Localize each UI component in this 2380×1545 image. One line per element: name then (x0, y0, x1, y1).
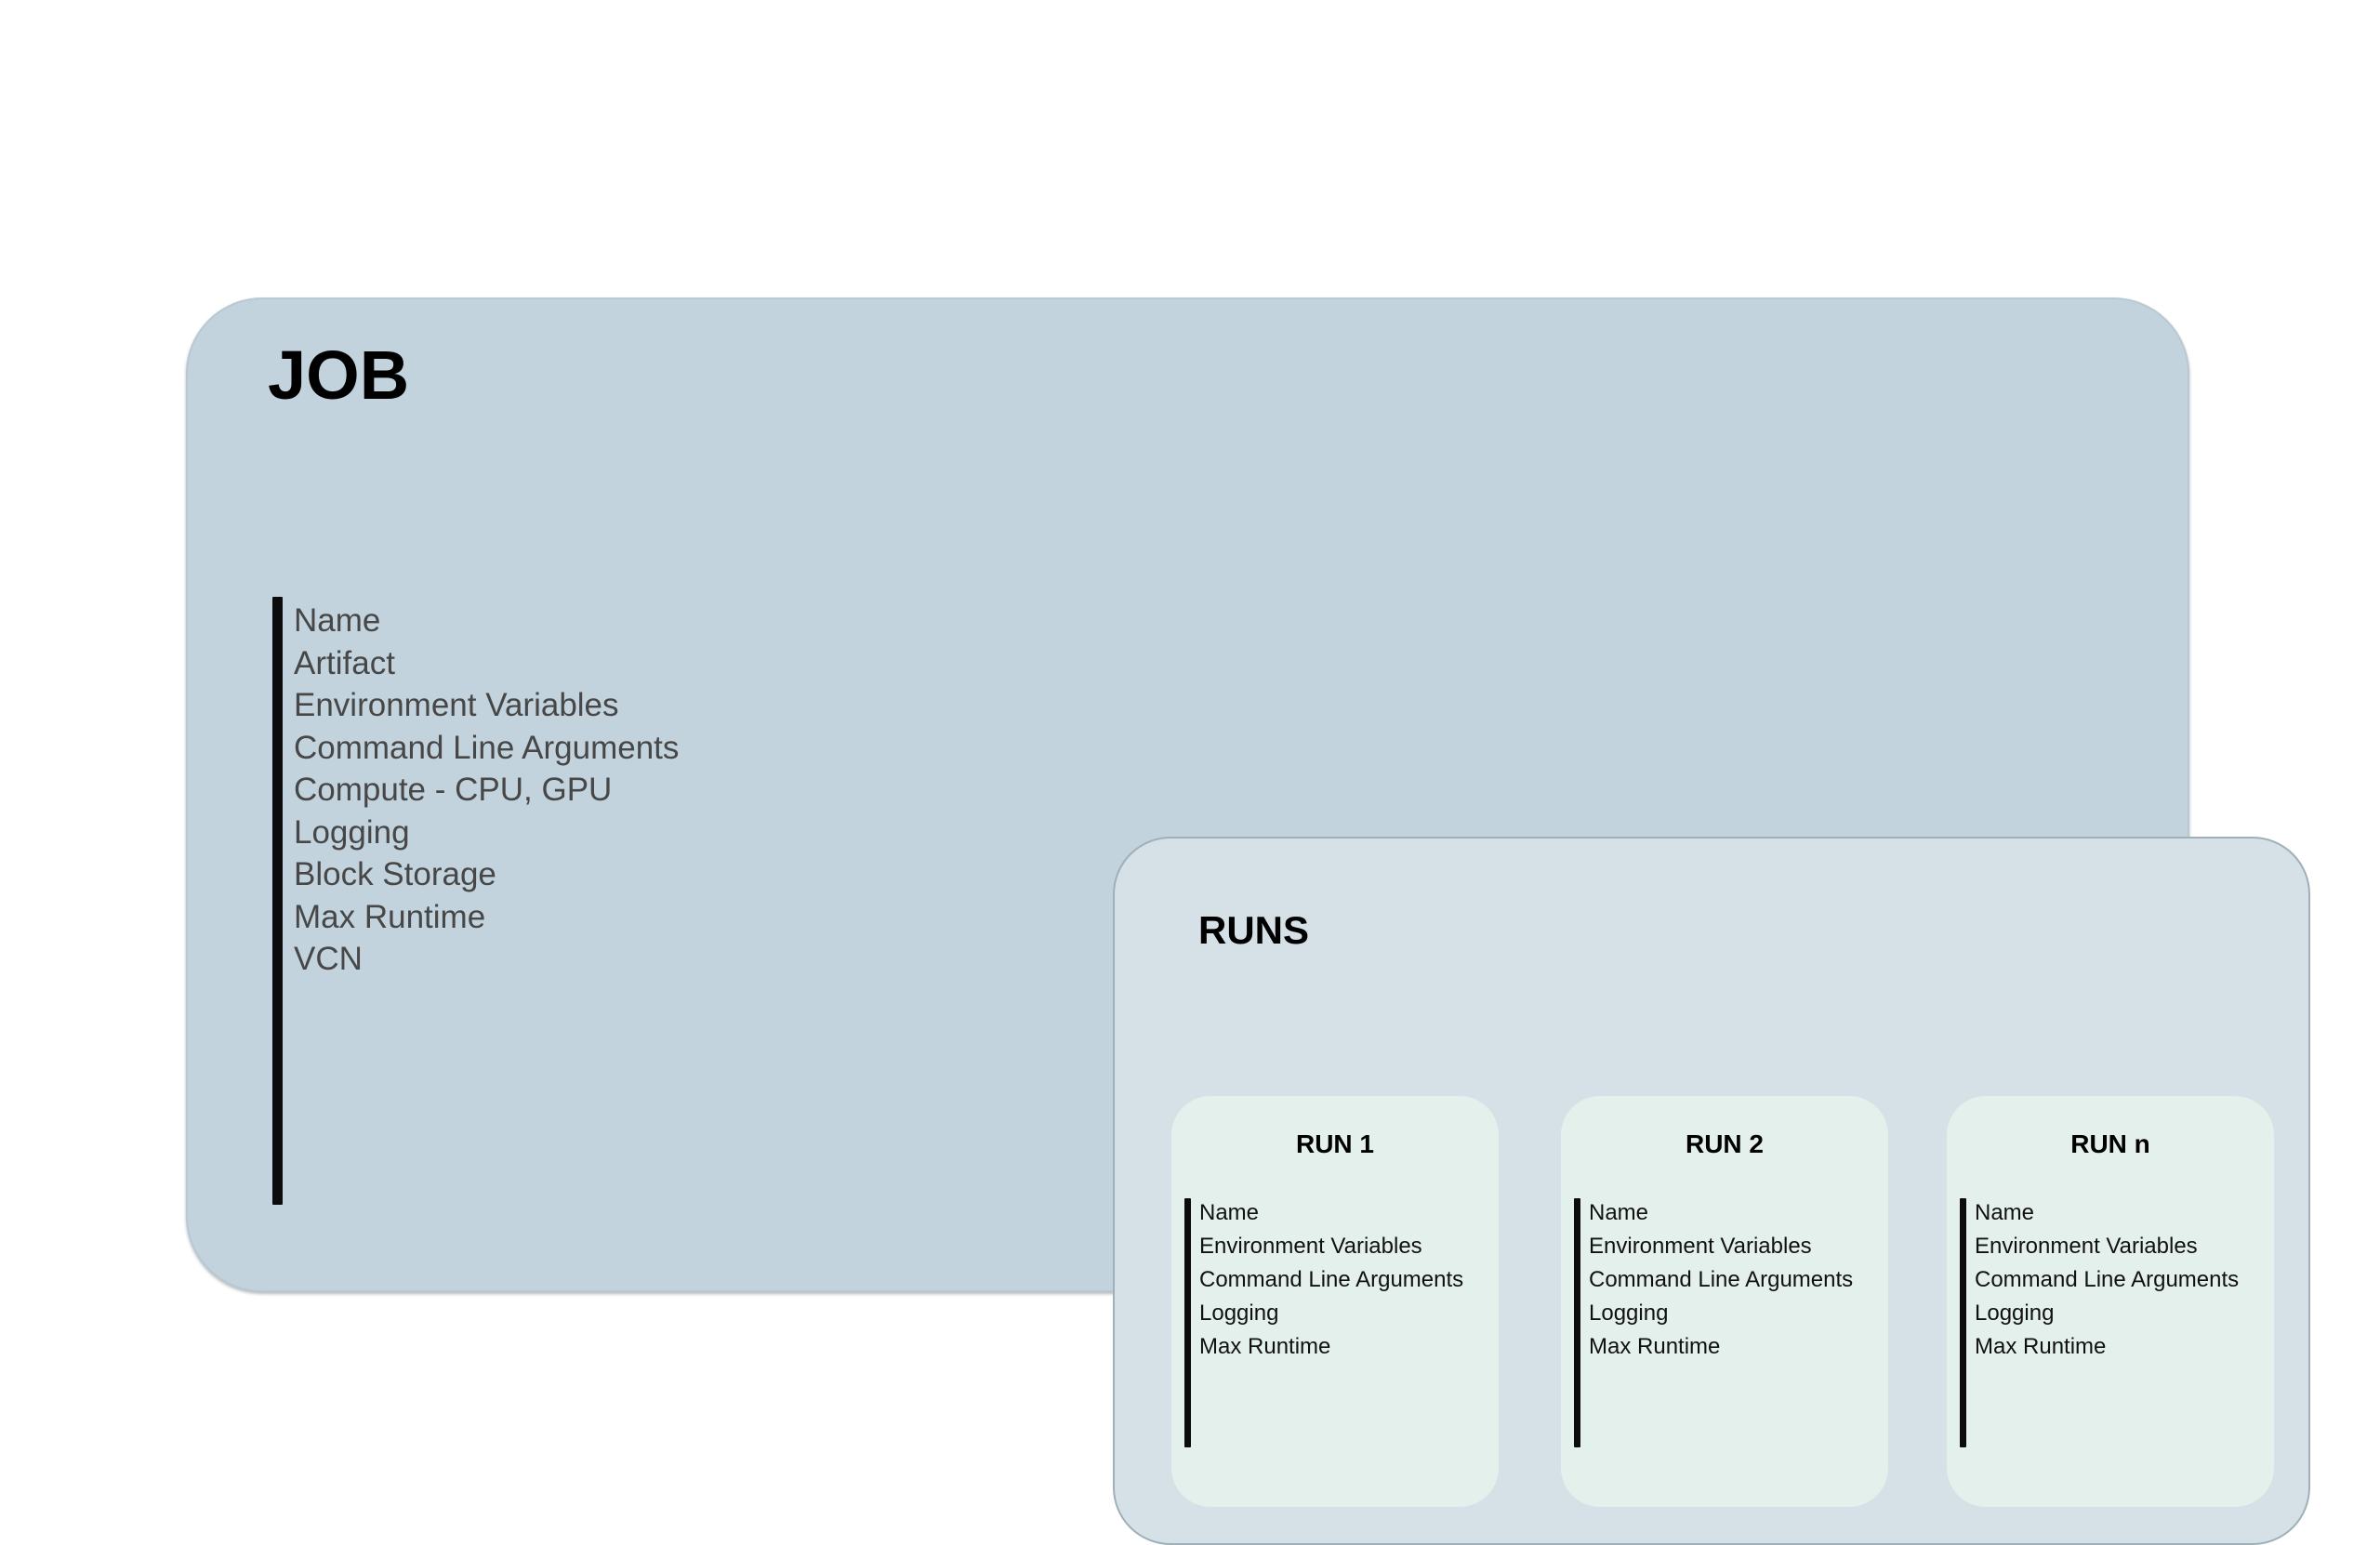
run-list-accent-bar (1574, 1198, 1580, 1447)
job-attribute-item: Logging (294, 813, 410, 851)
job-container: JOB Name Artifact Environment Variables … (186, 297, 2310, 1545)
run-attribute-item: Logging (1589, 1301, 1669, 1326)
run-attribute-item: Environment Variables (1589, 1234, 1812, 1259)
run-attribute-item: Command Line Arguments (1975, 1267, 2240, 1292)
run-attribute-item: Command Line Arguments (1199, 1267, 1464, 1292)
job-attribute-item: Max Runtime (294, 898, 486, 935)
job-attribute-item: Name (294, 602, 381, 639)
run-attribute-item: Environment Variables (1975, 1234, 2198, 1259)
run-card-title: RUN n (2070, 1129, 2150, 1158)
job-attribute-item: Artifact (294, 644, 395, 681)
job-attribute-item: Environment Variables (294, 687, 619, 723)
run-list-accent-bar (1960, 1198, 1966, 1447)
run-attribute-item: Environment Variables (1199, 1234, 1422, 1259)
run-card-title: RUN 2 (1685, 1129, 1764, 1158)
run-card: RUN n Name Environment Variables Command… (1947, 1096, 2274, 1507)
runs-title: RUNS (1198, 908, 1310, 952)
job-attribute-item: Command Line Arguments (294, 729, 680, 766)
run-attribute-item: Max Runtime (1975, 1334, 2107, 1359)
run-attribute-items: Name Environment Variables Command Line … (1975, 1195, 2239, 1362)
run-card-title: RUN 1 (1295, 1129, 1374, 1158)
run-attribute-item: Logging (1199, 1301, 1279, 1326)
job-attribute-item: Compute - CPU, GPU (294, 772, 613, 808)
job-title: JOB (268, 337, 410, 414)
run-attribute-item: Max Runtime (1199, 1334, 1331, 1359)
job-attribute-item: Block Storage (294, 856, 496, 892)
run-attribute-item: Logging (1975, 1301, 2055, 1326)
run-attribute-item: Name (1199, 1200, 1260, 1225)
run-card: RUN 2 Name Environment Variables Command… (1561, 1096, 1888, 1507)
job-attribute-item: VCN (294, 941, 363, 977)
run-list-accent-bar (1184, 1198, 1191, 1447)
run-attribute-item: Name (1975, 1200, 2035, 1225)
runs-container: RUNS RUN 1 Name Environment Variables Co… (1113, 837, 2310, 1545)
run-attribute-items: Name Environment Variables Command Line … (1589, 1195, 1853, 1362)
job-attribute-items: Name Artifact Environment Variables Comm… (294, 593, 680, 977)
run-attribute-item: Command Line Arguments (1589, 1267, 1854, 1292)
job-list-accent-bar (272, 597, 283, 1205)
run-attribute-item: Max Runtime (1589, 1334, 1721, 1359)
run-card: RUN 1 Name Environment Variables Command… (1171, 1096, 1499, 1507)
run-attribute-item: Name (1589, 1200, 1649, 1225)
run-attribute-items: Name Environment Variables Command Line … (1199, 1195, 1463, 1362)
